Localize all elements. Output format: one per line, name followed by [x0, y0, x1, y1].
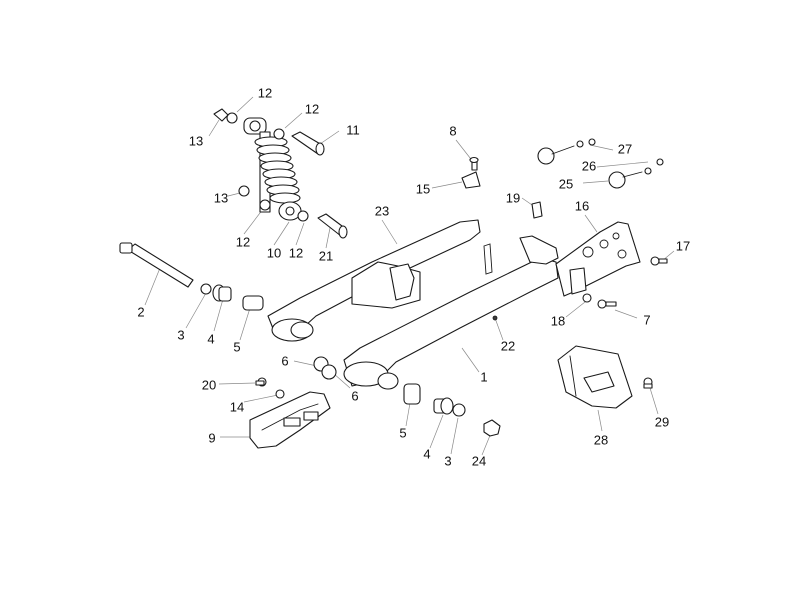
- callout-label: 22: [501, 338, 515, 353]
- callout-label: 12: [258, 85, 272, 100]
- swingarm: [267, 219, 559, 390]
- leader-lines: [144, 96, 675, 456]
- bolt-21: [317, 213, 348, 239]
- clip-19: [531, 201, 543, 219]
- callout-label: 3: [444, 453, 451, 468]
- callout-label: 13: [189, 133, 203, 148]
- callout-label: 29: [655, 414, 669, 429]
- pivot-bush-set-right: [313, 356, 501, 437]
- callout-label: 12: [236, 234, 250, 249]
- callout-label: 12: [305, 101, 319, 116]
- callout-label: 8: [449, 123, 456, 138]
- callout-labels: 12 12 13 11 8 27 26 25 15 19 16 23 13 12…: [137, 85, 690, 468]
- callout-label: 24: [472, 453, 486, 468]
- callout-label: 20: [202, 377, 216, 392]
- callout-label: 19: [506, 190, 520, 205]
- callout-label: 18: [551, 313, 565, 328]
- screw-8: [469, 156, 479, 171]
- callout-label: 21: [319, 248, 333, 263]
- bolt-11: [291, 131, 325, 156]
- callout-label: 11: [346, 122, 360, 137]
- callout-label: 17: [676, 238, 690, 253]
- callout-label: 6: [351, 388, 358, 403]
- chain-slider: [249, 377, 331, 449]
- bolt-set-upper: [537, 138, 664, 189]
- chain-guard: [555, 221, 641, 297]
- callout-label: 12: [289, 245, 303, 260]
- clip-15: [461, 171, 481, 189]
- callout-label: 9: [208, 430, 215, 445]
- callout-label: 2: [137, 304, 144, 319]
- callout-label: 26: [582, 158, 596, 173]
- callout-label: 5: [233, 339, 240, 354]
- callout-label: 14: [230, 399, 244, 414]
- callout-label: 25: [559, 176, 573, 191]
- bracket-28: [557, 345, 653, 409]
- callout-label: 6: [281, 353, 288, 368]
- callout-label: 3: [177, 327, 184, 342]
- callout-label: 28: [594, 432, 608, 447]
- callout-label: 10: [267, 245, 281, 260]
- callout-label: 1: [480, 369, 487, 384]
- shock-absorber: [213, 108, 309, 222]
- callout-label: 23: [375, 203, 389, 218]
- screw-7: [597, 299, 617, 309]
- callout-label: 7: [643, 312, 650, 327]
- washer-18: [582, 293, 592, 303]
- callout-label: 16: [575, 198, 589, 213]
- callout-label: 27: [618, 141, 632, 156]
- pivot-bush-set-left: [200, 283, 264, 311]
- callout-label: 15: [416, 181, 430, 196]
- pivot-bolt: [119, 242, 194, 288]
- callout-label: 4: [423, 446, 430, 461]
- callout-label: 5: [399, 425, 406, 440]
- callout-label: 4: [207, 331, 214, 346]
- screw-17: [650, 256, 668, 266]
- callout-label: 13: [214, 190, 228, 205]
